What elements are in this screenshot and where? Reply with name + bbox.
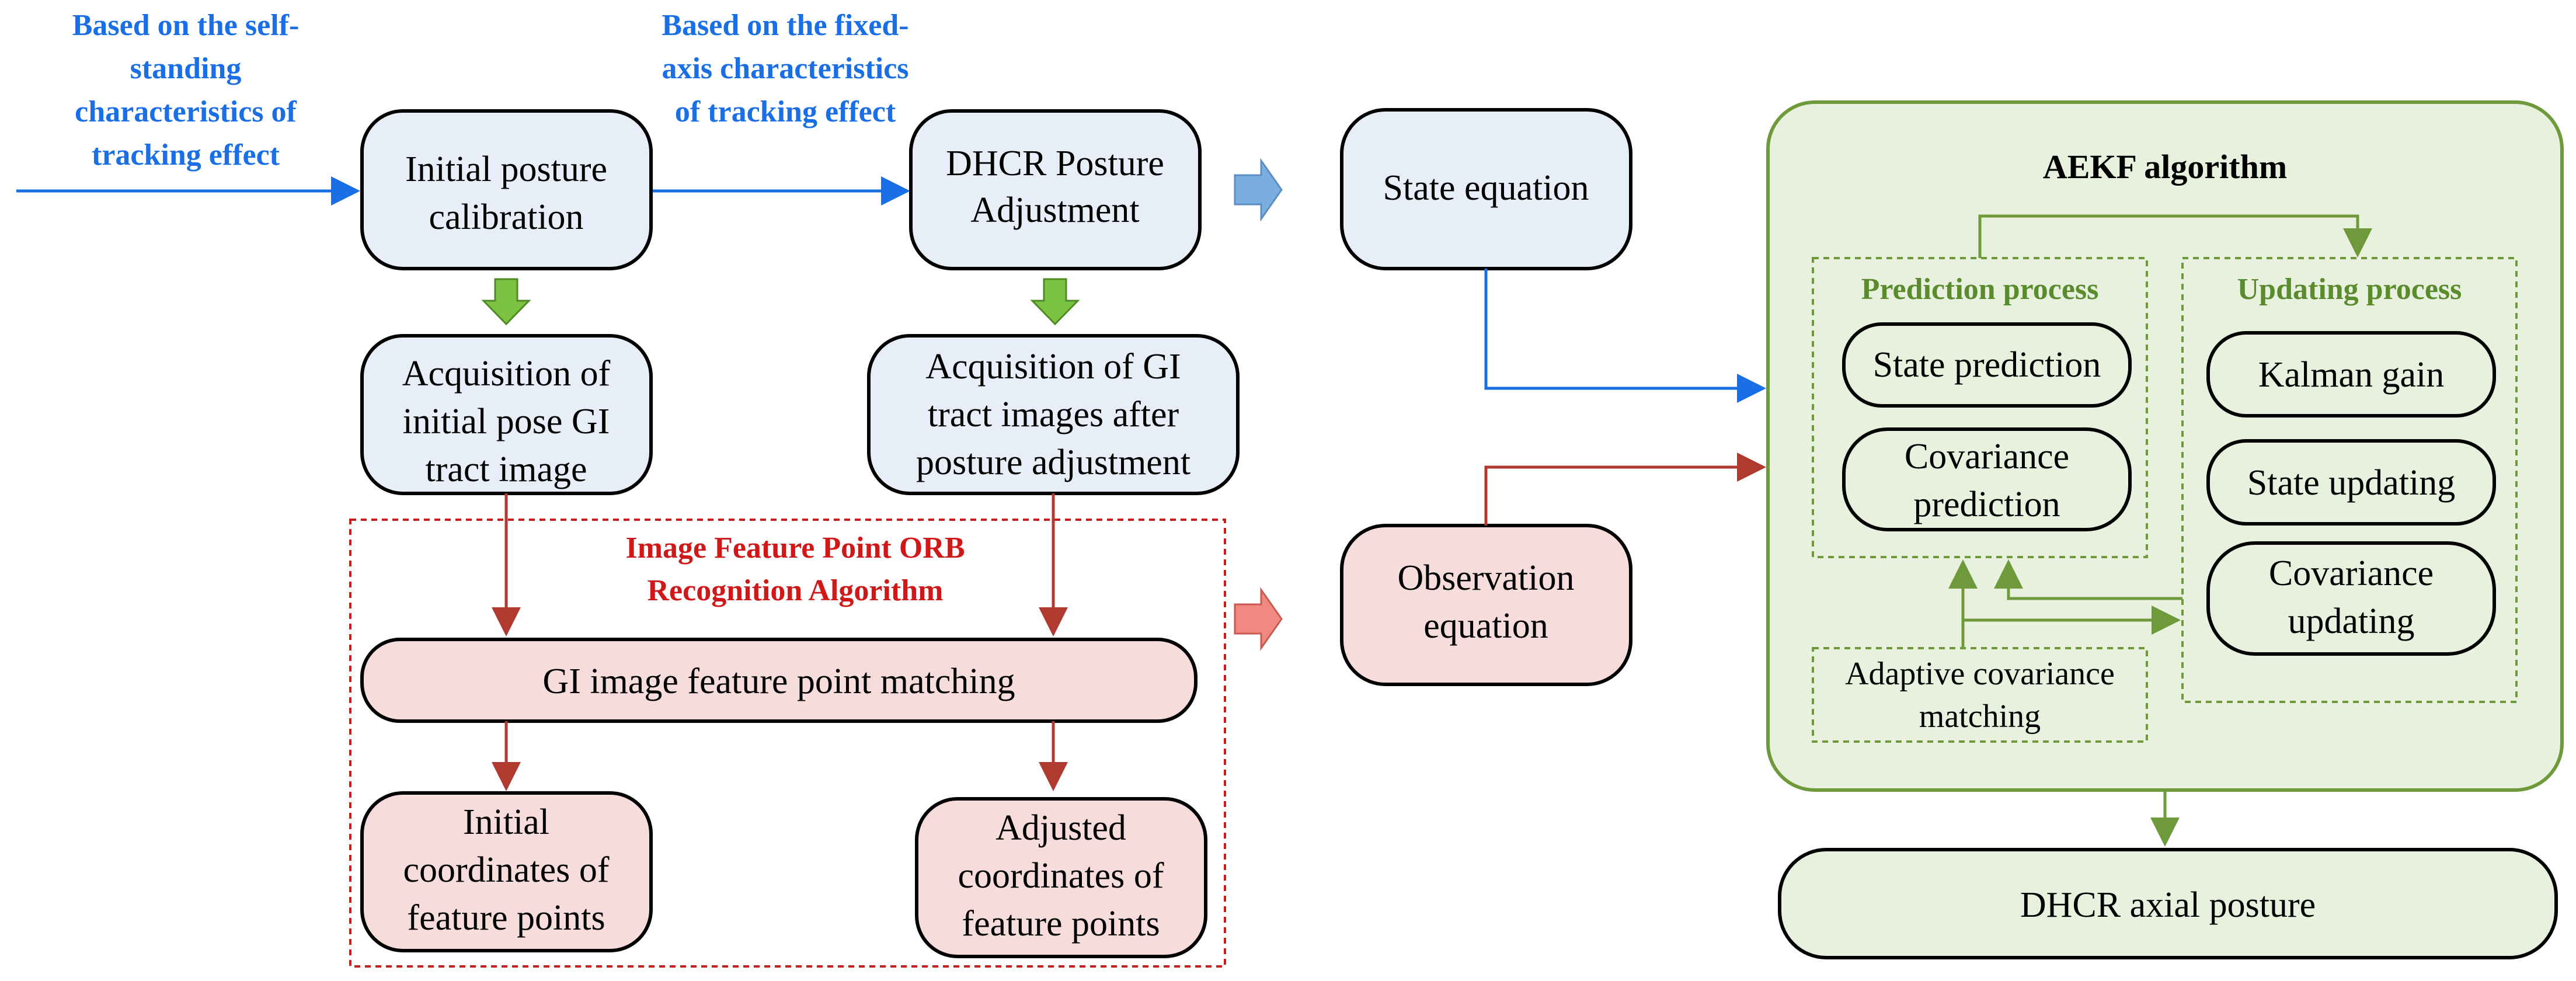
box-line: Kalman gain (2258, 355, 2445, 395)
box-line: prediction (1913, 485, 2060, 524)
box-line: tract images after (928, 395, 1179, 434)
aekf-title: AEKF algorithm (2043, 148, 2287, 186)
green-down-arrow-left (481, 278, 531, 326)
box-line: posture adjustment (916, 443, 1190, 482)
state-prediction-box: State prediction (1842, 322, 2132, 408)
box-line: DHCR Posture (946, 144, 1164, 183)
box-line: Adjusted (995, 808, 1126, 848)
kalman-gain-box: Kalman gain (2206, 331, 2496, 418)
fixed-axis-note: Based on the fixed- axis characteristics… (662, 9, 908, 128)
green-down-arrow-right (1030, 278, 1080, 326)
acquisition-adjusted-box: Acquisition of GI tract images after pos… (867, 334, 1240, 495)
dhcr-posture-adjustment-box: DHCR Posture Adjustment (909, 109, 1202, 270)
box-line: Initial posture (405, 149, 607, 189)
box-line: tract image (425, 450, 587, 489)
prediction-title: Prediction process (1861, 273, 2099, 306)
note-line: standing (130, 52, 242, 85)
box-line: State equation (1383, 168, 1589, 208)
box-line: Acquisition of GI (925, 347, 1181, 387)
covariance-prediction-box: Covariance prediction (1842, 427, 2132, 531)
dhcr-axial-posture-box: DHCR axial posture (1778, 848, 2558, 959)
note-line: tracking effect (92, 138, 280, 172)
block-arrow-to-observation (1234, 587, 1283, 651)
box-line: feature points (407, 898, 605, 938)
box-line: State updating (2247, 463, 2455, 503)
box-line: Observation (1397, 558, 1574, 598)
box-line: feature points (962, 904, 1160, 944)
box-line: equation (1423, 606, 1548, 646)
box-line: calibration (429, 197, 583, 237)
note-line: of tracking effect (675, 95, 896, 128)
box-line: Covariance (1905, 437, 2069, 476)
note-line: Recognition Algorithm (648, 574, 944, 607)
box-line: matching (1919, 698, 2041, 735)
box-line: DHCR axial posture (2020, 885, 2316, 925)
initial-coordinates-box: Initial coordinates of feature points (360, 791, 653, 952)
box-line: Covariance (2269, 554, 2434, 593)
note-line: characteristics of (75, 95, 297, 128)
covariance-updating-box: Covariance updating (2206, 541, 2496, 656)
box-line: Adjustment (970, 190, 1139, 230)
note-line: Image Feature Point ORB (625, 531, 965, 565)
state-equation-box: State equation (1340, 108, 1632, 270)
box-line: Initial (463, 802, 549, 842)
note-line: Based on the fixed- (662, 9, 908, 42)
orb-region (349, 519, 1226, 968)
box-line: Adaptive covariance (1845, 656, 2115, 692)
box-line: initial pose GI (403, 402, 610, 441)
state-updating-box: State updating (2206, 439, 2496, 526)
state-to-aekf-arrow (1484, 269, 1766, 403)
observation-to-aekf-arrow (1484, 453, 1766, 526)
updating-feedback-arrow (1994, 559, 2182, 600)
box-line: Acquisition of (402, 354, 611, 394)
feature-matching-box: GI image feature point matching (360, 638, 1198, 723)
prediction-to-updating-arrow (1978, 214, 2372, 258)
acquisition-initial-box: Acquisition of initial pose GI tract ima… (360, 334, 653, 495)
self-standing-note: Based on the self- standing characterist… (72, 9, 300, 172)
observation-equation-box: Observation equation (1340, 524, 1632, 686)
note-line: axis characteristics (662, 52, 908, 85)
initial-posture-calibration-box: Initial posture calibration (360, 109, 653, 270)
orb-note: Image Feature Point ORB Recognition Algo… (625, 531, 965, 607)
box-line: coordinates of (958, 856, 1164, 896)
adjusted-coordinates-box: Adjusted coordinates of feature points (915, 797, 1207, 958)
box-line: coordinates of (403, 850, 610, 890)
updating-title: Updating process (2237, 273, 2462, 306)
prediction-group (1812, 257, 2148, 558)
note-line: Based on the self- (72, 9, 300, 42)
box-line: State prediction (1873, 345, 2101, 385)
box-line: updating (2288, 601, 2415, 641)
block-arrow-to-state (1234, 158, 1283, 222)
adaptive-covariance-box (1812, 647, 2148, 743)
box-line: GI image feature point matching (542, 662, 1015, 701)
